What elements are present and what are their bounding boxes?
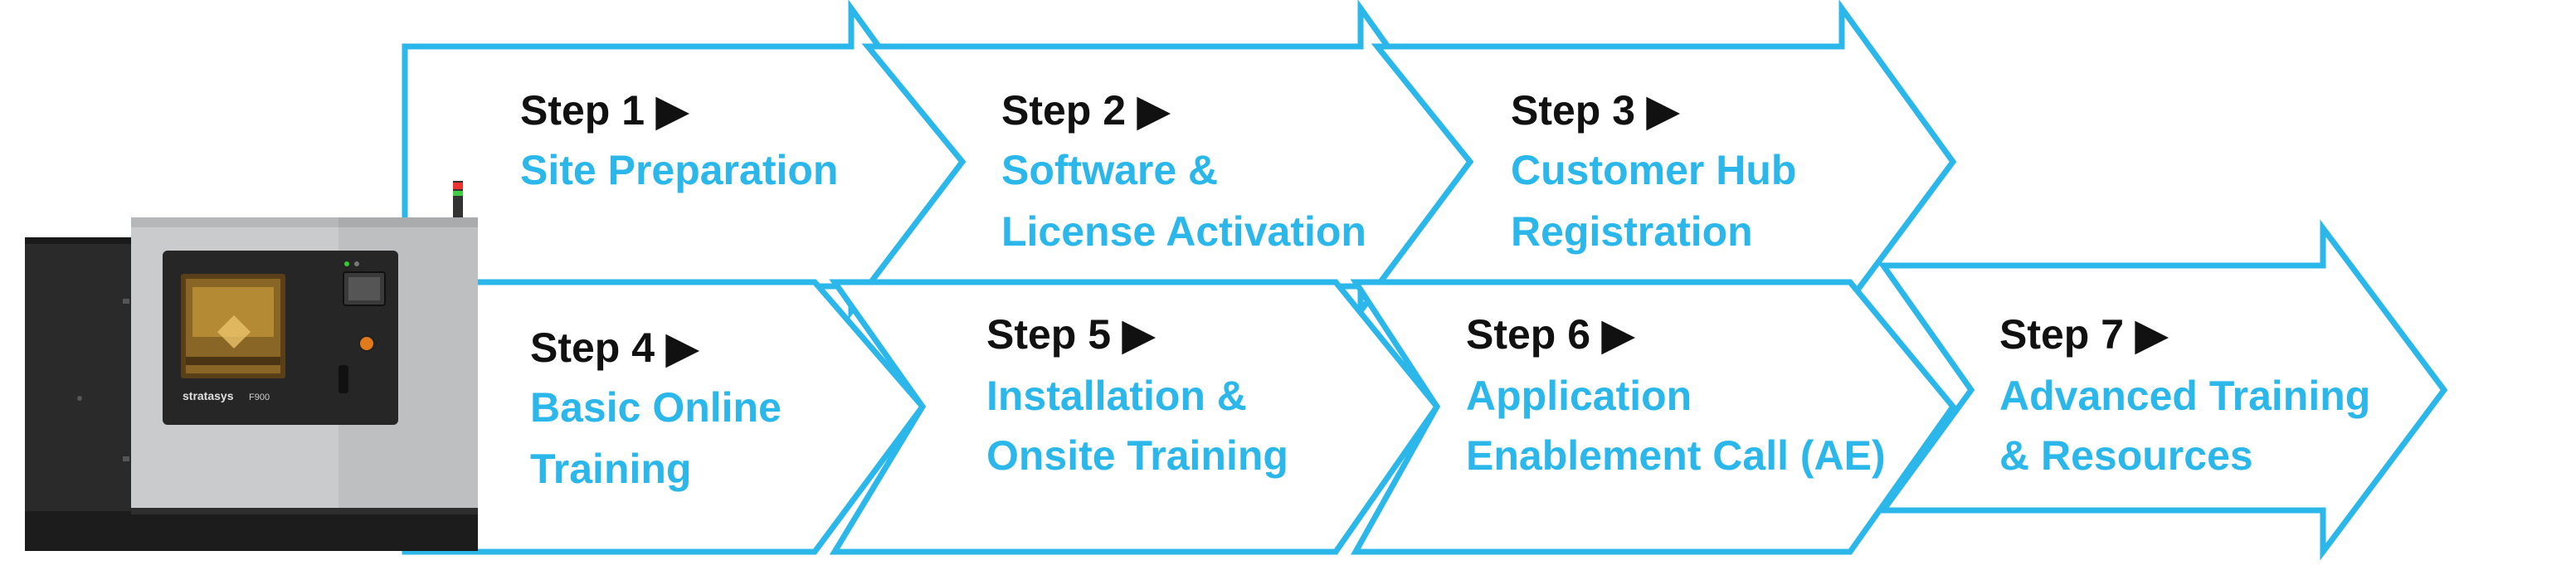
- step-5-arrow: [829, 279, 1441, 555]
- step-6-title: Step 6 ▶: [1466, 311, 1636, 358]
- step-2-line-1: Software &: [1001, 147, 1218, 193]
- step-7: Step 7 ▶ Advanced Training & Resources: [1999, 311, 2370, 479]
- step-4-title: Step 4 ▶: [530, 324, 700, 371]
- printer-base: [25, 511, 478, 551]
- step-labels: Step 1 ▶ Site Preparation Step 2 ▶ Softw…: [520, 87, 2370, 492]
- printer-model-label: F900: [249, 392, 270, 402]
- step-6-arrow: [1350, 279, 1957, 555]
- door-handle: [338, 365, 348, 393]
- step-6-line-2: Enablement Call (AE): [1466, 432, 1886, 479]
- step-2-title: Step 2 ▶: [1001, 87, 1171, 134]
- step-arrows: [402, 0, 2448, 561]
- step-5-line-1: Installation &: [986, 373, 1247, 419]
- printer-left-cabinet: [25, 237, 141, 511]
- step-3: Step 3 ▶ Customer Hub Registration: [1511, 87, 1796, 255]
- step-3-line-1: Customer Hub: [1511, 147, 1796, 193]
- emergency-button-icon: [358, 335, 375, 352]
- step-5: Step 5 ▶ Installation & Onsite Training: [986, 311, 1288, 479]
- printer-image: stratasys F900: [25, 181, 478, 551]
- step-4: Step 4 ▶ Basic Online Training: [530, 324, 782, 492]
- step-6-line-1: Application: [1466, 373, 1692, 419]
- step-3-line-2: Registration: [1511, 208, 1753, 255]
- step-4-line-1: Basic Online: [530, 384, 782, 431]
- step-5-line-2: Onsite Training: [986, 432, 1288, 479]
- step-6: Step 6 ▶ Application Enablement Call (AE…: [1466, 311, 1886, 479]
- step-2: Step 2 ▶ Software & License Activation: [1001, 87, 1366, 255]
- step-1: Step 1 ▶ Site Preparation: [520, 87, 838, 193]
- step-2-line-2: License Activation: [1001, 208, 1366, 255]
- step-3-title: Step 3 ▶: [1511, 87, 1681, 134]
- step-5-title: Step 5 ▶: [986, 311, 1157, 358]
- step-1-title: Step 1 ▶: [520, 87, 690, 134]
- step-7-arrow: [1877, 219, 2448, 561]
- step-7-line-1: Advanced Training: [1999, 373, 2370, 419]
- step-4-line-2: Training: [530, 446, 691, 492]
- step-1-line-1: Site Preparation: [520, 147, 838, 193]
- step-7-line-2: & Resources: [1999, 432, 2253, 479]
- step-7-title: Step 7 ▶: [1999, 311, 2169, 358]
- printer-brand-label: stratasys: [183, 389, 234, 402]
- signal-light-icon: [453, 181, 463, 217]
